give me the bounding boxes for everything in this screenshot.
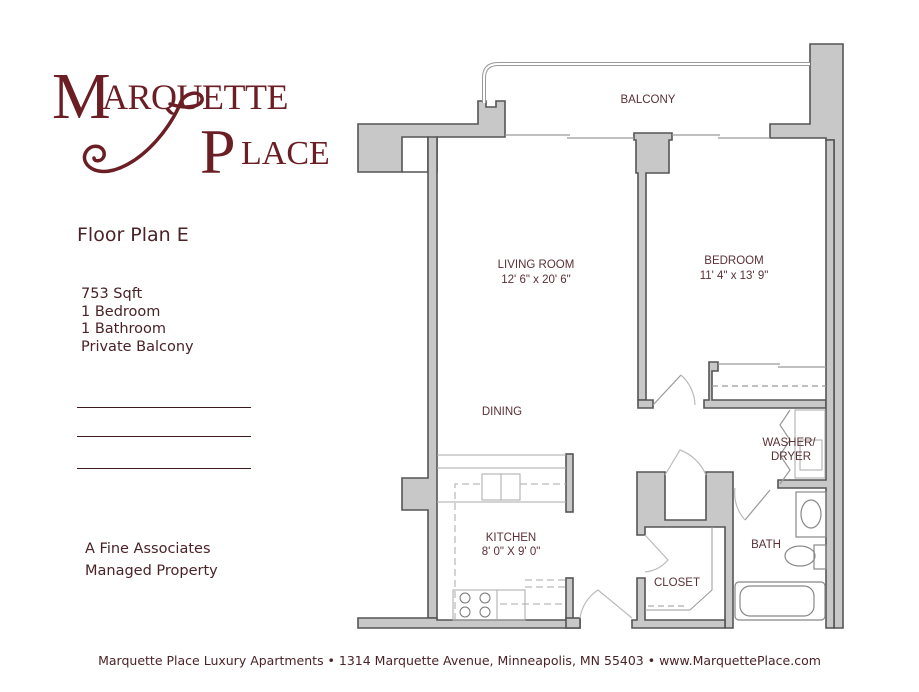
marquette-place-logo: M ARQUETTE P LACE <box>52 60 330 184</box>
wall-hall-closet <box>636 471 734 629</box>
label-bath: BATH <box>751 539 781 551</box>
spec-bathrooms: 1 Bathroom <box>81 321 167 337</box>
wall-closet-left <box>631 577 726 629</box>
spec-sqft: 753 Sqft <box>81 286 143 302</box>
toilet-tank <box>813 544 827 570</box>
entry-door <box>579 589 633 619</box>
stove-icon <box>452 589 498 621</box>
management-line-1: A Fine Associates <box>85 541 211 557</box>
closet-sliding-door <box>718 363 826 368</box>
wall-kitchen-stub-bottom <box>565 577 574 621</box>
wall-kitchen-stub-top <box>565 453 574 513</box>
laundry-bifold-door <box>779 409 791 485</box>
blank-line-3 <box>77 468 251 469</box>
logo-word-arquette: ARQUETTE <box>102 77 288 117</box>
management-note: A Fine Associates Managed Property <box>85 538 218 582</box>
logo-initial-p: P <box>200 116 236 187</box>
label-dining: DINING <box>482 406 522 418</box>
sliding-door-living <box>505 134 634 139</box>
wall-closet-block <box>703 361 827 409</box>
bedroom-door <box>652 374 682 406</box>
logo-swirl-flourish <box>82 91 204 174</box>
balcony-railing-inner <box>483 63 810 103</box>
logo-word-lace: LACE <box>241 135 330 172</box>
management-line-2: Managed Property <box>85 563 218 579</box>
blank-line-1 <box>77 407 251 408</box>
bath-door <box>744 489 771 521</box>
wall-left <box>401 136 438 619</box>
closet-door <box>644 534 669 573</box>
logo-initial-m: M <box>52 60 111 133</box>
dims-bedroom: 11' 4" x 13' 9" <box>700 270 769 282</box>
dims-living-room: 12' 6" x 20' 6" <box>501 274 570 286</box>
wall-bedroom-bottom <box>637 399 654 409</box>
footer-address: Marquette Place Luxury Apartments • 1314… <box>98 653 821 668</box>
wall-right-inner <box>777 139 835 629</box>
floor-plan-title: Floor Plan E <box>77 224 189 246</box>
hall-closet-door <box>664 449 707 476</box>
sink-icon <box>800 499 822 529</box>
sliding-door-bedroom <box>672 134 770 139</box>
label-kitchen: KITCHEN <box>486 532 536 544</box>
wall-center-pillar <box>633 132 673 401</box>
label-balcony: BALCONY <box>621 94 676 106</box>
dims-kitchen: 8' 0" X 9' 0" <box>482 546 541 558</box>
bathtub-icon <box>739 585 815 617</box>
toilet-icon <box>784 545 816 567</box>
label-dryer: DRYER <box>771 451 811 463</box>
label-washer: WASHER/ <box>762 437 816 449</box>
spec-balcony: Private Balcony <box>81 338 194 355</box>
spec-bedrooms: 1 Bedroom <box>81 303 161 320</box>
unit-specs: 753 Sqft 1 Bedroom 1 Bathroom Private Ba… <box>81 286 194 356</box>
wall-kitchen-bottom-end <box>565 617 581 629</box>
blank-line-2 <box>77 436 251 437</box>
label-closet: CLOSET <box>654 577 700 589</box>
label-living-room: LIVING ROOM <box>498 259 575 271</box>
label-bedroom: BEDROOM <box>704 255 763 267</box>
